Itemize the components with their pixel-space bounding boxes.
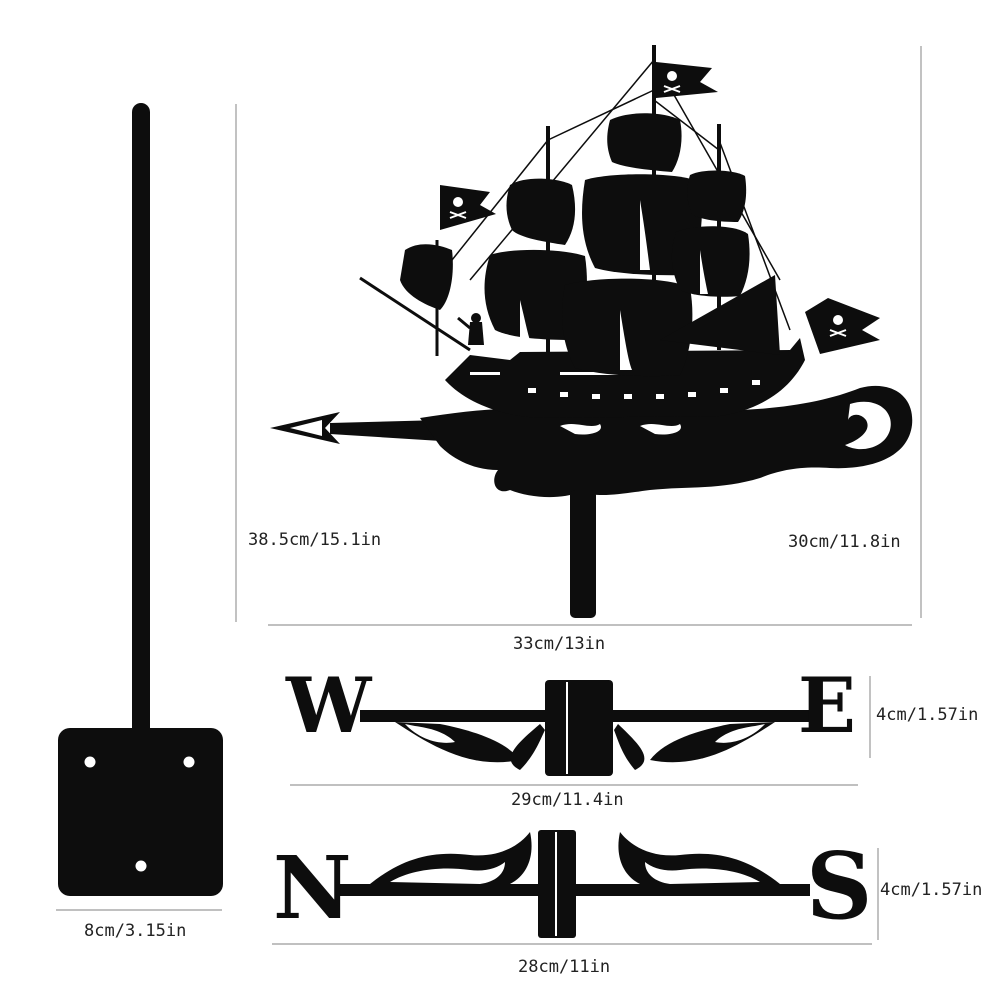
ns-arm-width-label: 28cm/11in: [518, 957, 611, 977]
base-plate-hole: [135, 860, 147, 872]
ship-height-label: 38.5cm/15.1in: [248, 530, 382, 550]
base-plate: [58, 728, 223, 896]
south-letter: S: [806, 832, 873, 940]
north-south-direction-arm: [335, 830, 810, 938]
skull-crossbones-icon: [440, 185, 496, 230]
north-letter: N: [273, 838, 352, 939]
we-arm-height-label: 4cm/1.57in: [876, 705, 979, 725]
east-letter: E: [798, 661, 856, 750]
base-plate-width-label: 8cm/3.15in: [84, 921, 187, 941]
base-plate-hole: [183, 756, 195, 768]
ship-body-height-label: 30cm/11.8in: [788, 532, 901, 552]
ship-width-label: 33cm/13in: [513, 634, 606, 654]
west-east-direction-arm: [360, 680, 810, 776]
we-arm-width-label: 29cm/11.4in: [511, 790, 624, 810]
mounting-pole: [132, 103, 150, 823]
west-letter: W: [286, 661, 372, 750]
dimension-lines: [56, 46, 922, 945]
base-plate-hole: [84, 756, 96, 768]
skull-crossbones-icon: [656, 62, 718, 98]
skull-crossbones-icon: [805, 298, 880, 354]
ns-arm-height-label: 4cm/1.57in: [880, 880, 983, 900]
pirate-ship-silhouette: [270, 45, 913, 618]
